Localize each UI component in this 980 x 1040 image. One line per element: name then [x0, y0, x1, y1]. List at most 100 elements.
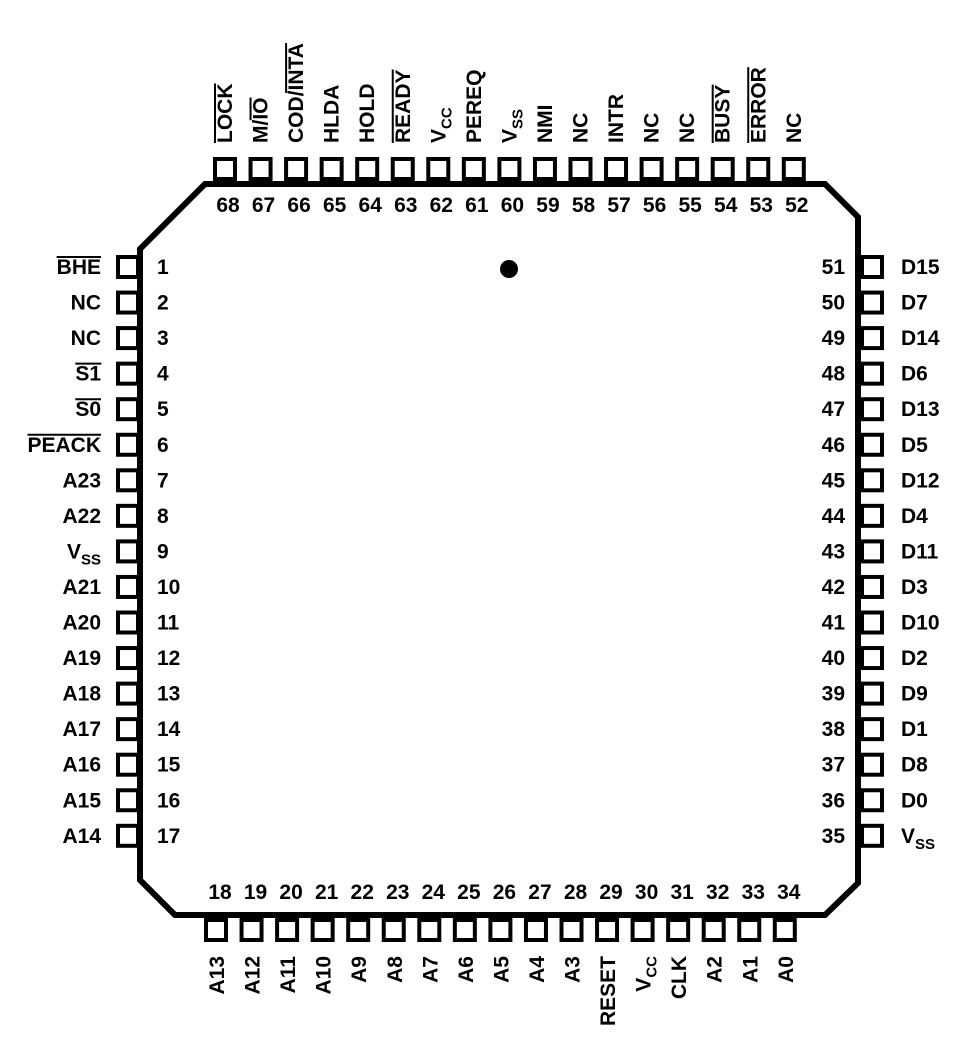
- pin-label-3: NC: [71, 327, 101, 350]
- pin-number-8: 8: [157, 505, 169, 528]
- pin-number-40: 40: [822, 647, 845, 670]
- pin-label-group: A2: [704, 956, 727, 983]
- pin-pad-64: [355, 157, 380, 181]
- pin-number-56: 56: [643, 194, 666, 217]
- pin-label-group: A5: [490, 956, 513, 983]
- pin-group: 1BHE2NC3NC4S15S06PEACK7A238A229VSS10A211…: [27, 43, 940, 1026]
- pin-label-group: LOCK: [214, 83, 237, 143]
- pin-number-14: 14: [157, 718, 181, 741]
- pin-number-48: 48: [822, 363, 846, 386]
- pin-number-58: 58: [572, 194, 596, 217]
- pin-pad-6: [116, 432, 140, 457]
- pin-label-group: A9: [348, 956, 371, 983]
- pin-label-group: A12: [242, 956, 265, 995]
- pin-label-subscript: SS: [915, 836, 935, 853]
- pin-label-group: NC: [783, 113, 806, 143]
- pin-number-63: 63: [394, 194, 417, 217]
- pin-number-33: 33: [742, 881, 765, 904]
- pin-pad-10: [116, 574, 140, 599]
- pin-pad-25: [452, 918, 477, 942]
- pin-pad-36: [860, 788, 884, 813]
- pin-pad-32: [701, 918, 726, 942]
- pin-pad-48: [860, 361, 884, 386]
- pin-pad-61: [461, 157, 486, 181]
- pin-label-7: A23: [62, 469, 101, 492]
- pin-label-group: A10: [313, 956, 336, 995]
- pin-label-38: D1: [901, 718, 928, 741]
- pin-pad-2: [116, 290, 140, 315]
- pin-label-group: ERROR: [747, 67, 770, 143]
- pin-pad-43: [860, 539, 884, 564]
- pin-number-4: 4: [157, 363, 169, 386]
- pin-label-51: D15: [901, 256, 940, 279]
- pin-pad-45: [860, 468, 884, 493]
- pin-pad-11: [116, 610, 140, 635]
- pin-label-group: READY: [391, 69, 415, 143]
- pin-label-15: A16: [62, 754, 101, 777]
- pin-pad-24: [417, 918, 442, 942]
- pin-label-19: A12: [242, 956, 265, 995]
- pin-label-66: COD/INTA: [285, 43, 308, 143]
- pin-pad-23: [381, 918, 406, 942]
- pin-pad-55: [675, 157, 700, 181]
- pin-label-49: D14: [901, 327, 940, 350]
- pin-number-52: 52: [785, 194, 808, 217]
- pin-number-54: 54: [714, 194, 738, 217]
- pin-pad-53: [746, 157, 771, 181]
- pin-label-44: D4: [901, 505, 928, 528]
- pin-number-59: 59: [536, 194, 559, 217]
- pin-number-50: 50: [822, 292, 845, 315]
- pin-label-main: V: [427, 129, 450, 143]
- pin-pad-66: [284, 157, 309, 181]
- pin-label-13: A18: [62, 683, 101, 706]
- pin-label-subscript: SS: [81, 551, 101, 568]
- pin-number-46: 46: [822, 434, 845, 457]
- pin-number-18: 18: [208, 881, 232, 904]
- pin-label-61: PEREQ: [463, 69, 486, 143]
- pin-label-48: D6: [901, 363, 928, 386]
- pin-pad-50: [860, 290, 884, 315]
- pin-label-5: S0: [75, 398, 101, 421]
- pin-pad-3: [116, 326, 140, 351]
- pin-label-28: A3: [562, 956, 585, 983]
- pin-pad-22: [346, 918, 371, 942]
- pin-number-45: 45: [822, 469, 846, 492]
- pin-pad-31: [666, 918, 691, 942]
- pin-label-60: VSS: [498, 109, 526, 143]
- pin-label-41: D10: [901, 612, 940, 635]
- pin-number-28: 28: [564, 881, 588, 904]
- pin-label-35: VSS: [901, 825, 935, 853]
- pin-number-42: 42: [822, 576, 845, 599]
- pin-number-35: 35: [822, 825, 846, 848]
- pin-label-group: PEREQ: [463, 69, 486, 143]
- pin-number-29: 29: [599, 881, 622, 904]
- pin-label-57: INTR: [605, 94, 628, 143]
- pin-pad-17: [116, 823, 140, 848]
- pin-pad-26: [488, 918, 513, 942]
- pin-label-2: NC: [71, 292, 101, 315]
- pin-number-68: 68: [216, 194, 240, 217]
- pin-number-7: 7: [157, 469, 169, 492]
- pin-label-group: COD/INTA: [285, 43, 308, 143]
- pin-pad-7: [116, 468, 140, 493]
- pin-label-8: A22: [62, 505, 101, 528]
- pin-label-group: HLDA: [321, 85, 344, 143]
- pin-label-58: NC: [570, 113, 593, 143]
- pin-label-10: A21: [62, 576, 101, 599]
- pin-label-14: A17: [62, 718, 101, 741]
- pin-number-12: 12: [157, 647, 180, 670]
- pin-label-main: V: [498, 129, 521, 143]
- pin-pad-59: [532, 157, 557, 181]
- pin-pad-34: [772, 918, 797, 942]
- pin-pad-37: [860, 752, 884, 777]
- pin-label-37: D8: [901, 754, 928, 777]
- pin-pad-60: [497, 157, 522, 181]
- pin-pad-38: [860, 717, 884, 742]
- pin-number-37: 37: [822, 754, 845, 777]
- pin-label-27: A4: [526, 956, 549, 983]
- pin-label-group: A13: [206, 956, 229, 995]
- pin-number-2: 2: [157, 292, 169, 315]
- pin-number-64: 64: [359, 194, 383, 217]
- pin-label-34: A0: [775, 956, 798, 983]
- pin-label-group: VCC: [427, 107, 455, 143]
